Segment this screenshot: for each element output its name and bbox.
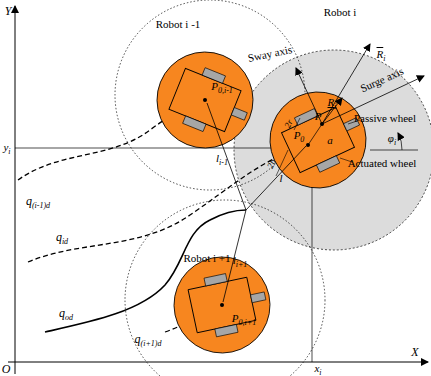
symbol-label: l [279,173,282,184]
range-circle [115,0,305,190]
symbol-label: O [2,363,11,375]
symbol-label: P0,i-1 [211,81,233,95]
symbol-label: a [327,135,333,146]
symbol-label: q(i+1)d [135,333,162,348]
symbol-label: Sway axis [247,44,293,64]
symbol-label: Y [5,5,12,17]
symbol-label: qod [59,307,73,322]
symbol-label: q(i-1)d [26,195,50,210]
symbol-label: P0 [294,130,305,144]
robot-label: Robot i +1 [183,252,230,264]
robot-range: Robot i +1 [125,200,325,376]
symbol-label: qid [56,231,68,246]
robot-label: Robot i [324,6,357,18]
symbol-label: li-1 [216,153,228,167]
symbol-label: xi [314,363,321,376]
symbol-label: Ri [377,49,386,63]
robot-label: Robot i -1 [156,18,201,30]
symbol-label: li+1 [233,255,248,269]
range-circle [234,50,431,250]
symbol-label: Actuated wheel [348,158,417,169]
symbol-label: yi [3,142,10,156]
robot-range: Robot i [234,0,431,250]
symbol-label: X [411,346,418,358]
symbol-label: Passive wheel [354,113,416,124]
symbol-label: φi [388,133,396,147]
symbol-label: P0,i+1 [232,313,256,327]
range-circle [125,200,325,376]
symbol-label: Ri [328,97,337,111]
symbol-label: P [315,111,322,122]
